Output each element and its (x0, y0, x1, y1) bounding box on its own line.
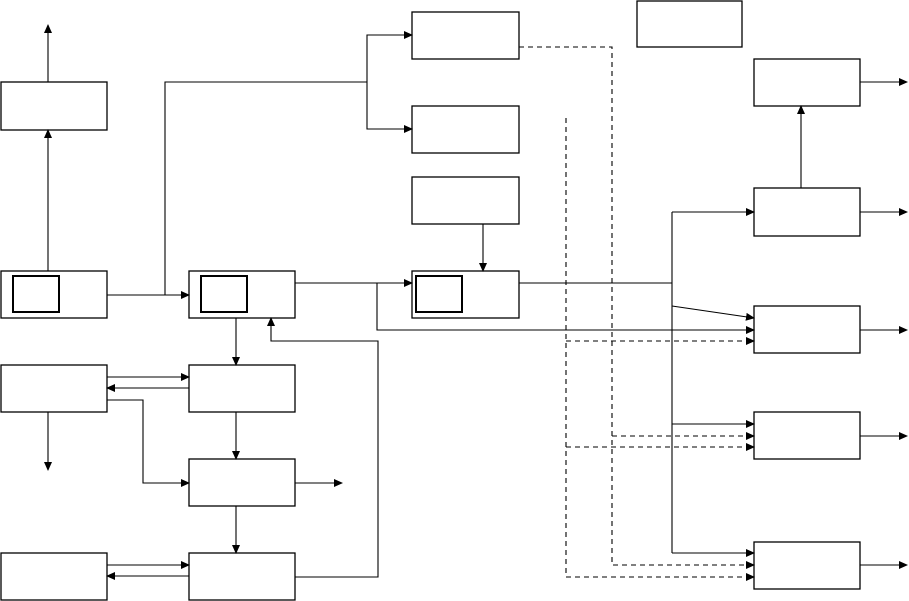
dashed-connectors (519, 46, 755, 581)
solid-connectors (44, 24, 908, 580)
box-left-top (0, 81, 108, 131)
box-top-2 (411, 105, 520, 154)
box-left-b (0, 364, 108, 413)
arrow-mid-a-to-right-3 (376, 283, 755, 334)
box-mid-d (188, 552, 296, 601)
arrow-to-top-2 (366, 82, 413, 133)
boxes (0, 0, 861, 601)
box-center-inner (415, 275, 463, 313)
box-right-2 (753, 187, 861, 237)
box-right-3 (753, 305, 861, 354)
line-branch-up (164, 81, 367, 295)
box-mid-b (188, 364, 296, 413)
box-mid-c (188, 458, 296, 507)
dashed-top-1-bus (519, 46, 755, 569)
arrow-bus-to-right-3 (671, 305, 755, 321)
arrow-left-b-to-mid-c (107, 399, 190, 487)
arrow-feedback-mid-d-to-mid-a (267, 317, 379, 578)
box-right-4 (753, 411, 861, 460)
box-top-1 (411, 11, 520, 60)
box-right-1 (753, 58, 861, 107)
box-left-c (0, 552, 108, 601)
box-top-3 (411, 176, 520, 225)
dashed-vertical-bus (565, 118, 755, 581)
box-mid-a-inner (200, 275, 248, 313)
box-left-a-inner (12, 275, 60, 313)
box-right-5 (753, 541, 861, 590)
arrow-to-top-1 (366, 31, 413, 82)
box-top-right (636, 0, 743, 48)
